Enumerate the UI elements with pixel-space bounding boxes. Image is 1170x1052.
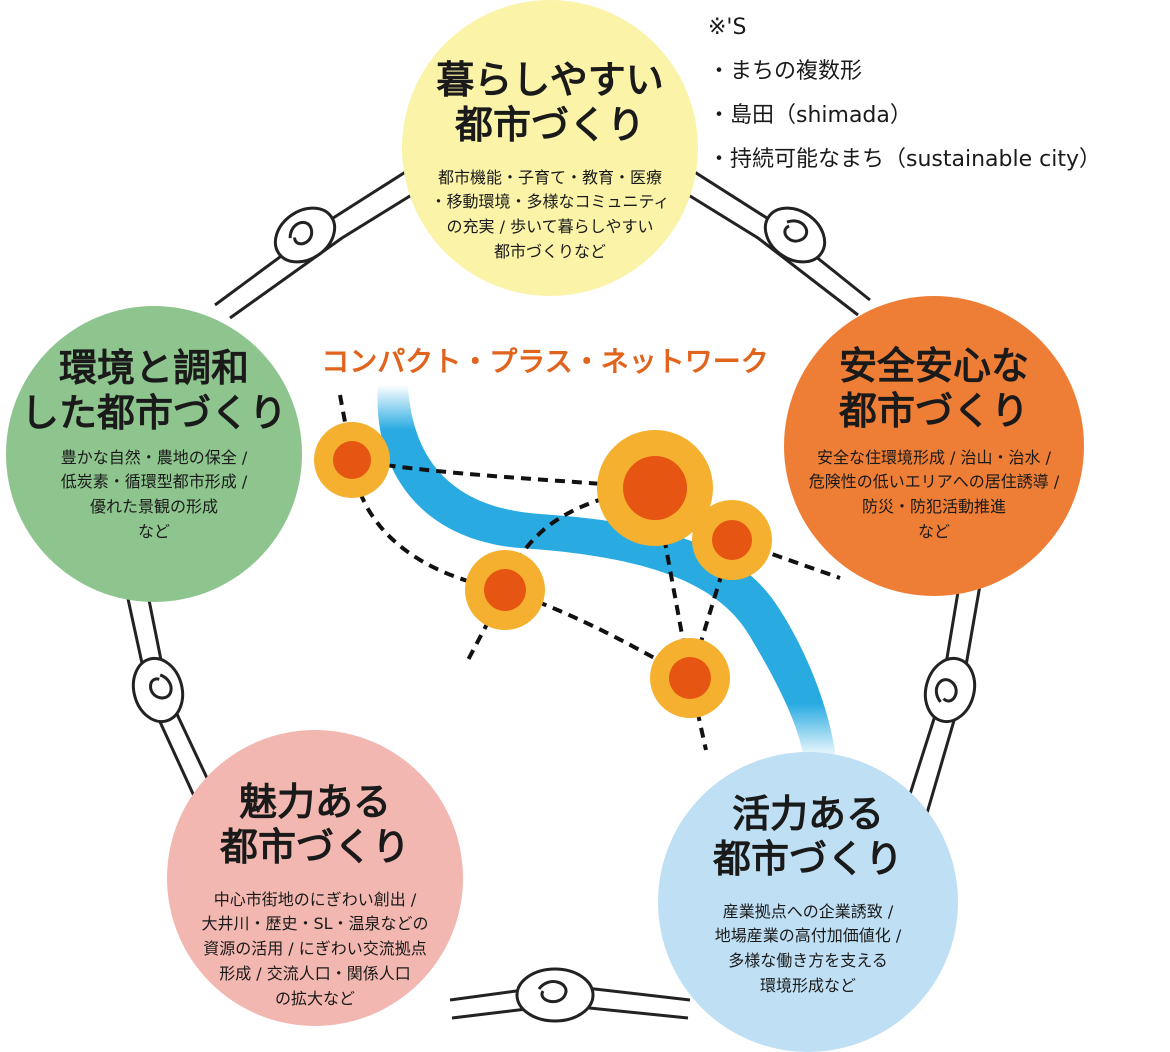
knot-icon xyxy=(131,656,185,724)
desc-line: など xyxy=(137,522,170,542)
desc-line: 形成 / 交流人口・関係人口 xyxy=(219,964,411,984)
desc-line: 大井川・歴史・SL・温泉などの xyxy=(201,914,429,934)
desc-line: 資源の活用 / にぎわい交流拠点 xyxy=(203,939,427,959)
circle-title: 安全安心な 都市づくり xyxy=(784,344,1084,434)
knot-icons xyxy=(131,206,977,1023)
circle-attractive-city: 魅力ある 都市づくり 中心市街地のにぎわい創出 / 大井川・歴史・SL・温泉など… xyxy=(167,730,463,1026)
title-line: 都市づくり xyxy=(838,388,1029,433)
center-title: コンパクト・プラス・ネットワーク xyxy=(321,345,769,378)
title-line: した都市づくり xyxy=(20,390,287,435)
circle-title: 活力ある 都市づくり xyxy=(658,792,958,882)
desc-line: 都市づくりなど xyxy=(493,242,606,262)
desc-line: 防災・防犯活動推進 xyxy=(861,497,1006,517)
note-heading: ※'S xyxy=(708,15,747,40)
title-line: 活力ある xyxy=(731,792,884,836)
note-item: ・島田（shimada） xyxy=(708,103,912,128)
note: ※'S ・まちの複数形 ・島田（shimada） ・持続可能なまち（sustai… xyxy=(708,6,1101,182)
knot-icon xyxy=(515,967,595,1023)
circle-description: 豊かな自然・農地の保全 / 低炭素・循環型都市形成 / 優れた景観の形成 など xyxy=(6,446,302,545)
desc-line: 中心市街地のにぎわい創出 / xyxy=(213,889,417,909)
hub-inner xyxy=(333,441,371,479)
title-line: 暮らしやすい xyxy=(436,58,664,102)
desc-line: 多様な働き方を支える xyxy=(728,951,888,971)
hub-inner xyxy=(484,569,526,611)
circle-description: 安全な住環境形成 / 治山・治水 / 危険性の低いエリアへの居住誘導 / 防災・… xyxy=(784,446,1084,545)
title-line: 環境と調和 xyxy=(58,346,249,390)
knot-icon xyxy=(923,656,977,724)
circle-safe-city: 安全安心な 都市づくり 安全な住環境形成 / 治山・治水 / 危険性の低いエリア… xyxy=(784,296,1084,596)
knot-icon xyxy=(763,206,827,264)
desc-line: ・移動環境・多様なコミュニティ xyxy=(430,192,670,212)
desc-line: 産業拠点への企業誘致 / xyxy=(722,901,894,921)
desc-line: 低炭素・循環型都市形成 / xyxy=(60,472,248,492)
circle-title: 暮らしやすい 都市づくり xyxy=(402,58,698,148)
title-line: 都市づくり xyxy=(712,836,903,881)
hub-inner xyxy=(623,456,687,520)
circle-description: 産業拠点への企業誘致 / 地場産業の高付加価値化 / 多様な働き方を支える 環境… xyxy=(658,900,958,999)
desc-line: 地場産業の高付加価値化 / xyxy=(714,926,902,946)
title-line: 安全安心な xyxy=(838,344,1029,388)
circle-vibrant-city: 活力ある 都市づくり 産業拠点への企業誘致 / 地場産業の高付加価値化 / 多様… xyxy=(658,752,958,1052)
hub-inner xyxy=(712,520,752,560)
desc-line: の充実 / 歩いて暮らしやすい xyxy=(446,217,654,237)
circle-environment-city: 環境と調和 した都市づくり 豊かな自然・農地の保全 / 低炭素・循環型都市形成 … xyxy=(6,306,302,602)
hubs xyxy=(314,422,772,718)
desc-line: 優れた景観の形成 xyxy=(89,497,218,517)
circle-title: 魅力ある 都市づくり xyxy=(167,780,463,870)
note-item: ・まちの複数形 xyxy=(708,59,863,84)
circle-description: 都市機能・子育て・教育・医療 ・移動環境・多様なコミュニティ の充実 / 歩いて… xyxy=(402,166,698,265)
title-line: 魅力ある xyxy=(238,780,391,824)
circle-description: 中心市街地のにぎわい創出 / 大井川・歴史・SL・温泉などの 資源の活用 / に… xyxy=(167,888,463,1012)
note-item: ・持続可能なまち（sustainable city） xyxy=(708,147,1101,172)
title-line: 都市づくり xyxy=(219,824,410,869)
hub-inner xyxy=(669,657,711,699)
desc-line: の拡大など xyxy=(274,988,355,1008)
desc-line: 危険性の低いエリアへの居住誘導 / xyxy=(808,472,1060,492)
desc-line: 都市機能・子育て・教育・医療 xyxy=(437,167,662,187)
desc-line: 環境形成など xyxy=(759,976,856,996)
desc-line: 安全な住環境形成 / 治山・治水 / xyxy=(816,447,1052,467)
desc-line: など xyxy=(917,522,950,542)
title-line: 都市づくり xyxy=(454,102,645,147)
circle-title: 環境と調和 した都市づくり xyxy=(6,346,302,436)
knot-icon xyxy=(273,206,337,264)
circle-livable-city: 暮らしやすい 都市づくり 都市機能・子育て・教育・医療 ・移動環境・多様なコミュ… xyxy=(402,0,698,296)
desc-line: 豊かな自然・農地の保全 / xyxy=(60,447,248,467)
